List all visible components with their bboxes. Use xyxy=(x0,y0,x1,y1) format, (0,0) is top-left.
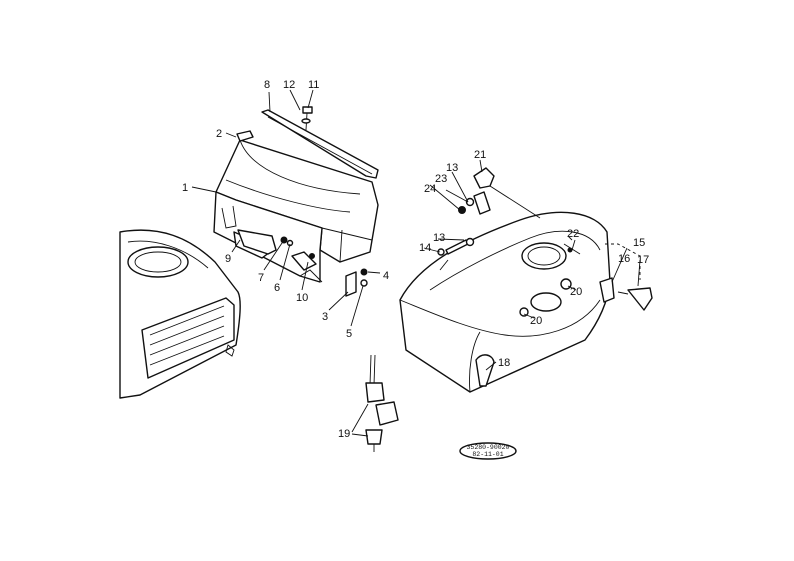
callout-13-top: 13 xyxy=(446,162,458,174)
callout-14: 14 xyxy=(419,242,431,254)
callout-2: 2 xyxy=(216,128,222,140)
callout-10: 10 xyxy=(296,292,308,304)
callout-12: 12 xyxy=(283,79,295,91)
bolt-part-4 xyxy=(360,268,368,287)
callout-22: 22 xyxy=(567,228,579,240)
bolt-part-14 xyxy=(437,237,475,256)
knob-part-18 xyxy=(475,354,495,387)
bracket-part-9 xyxy=(237,229,277,255)
top-strip-part-8 xyxy=(261,109,379,179)
bracket-part-3 xyxy=(345,271,357,297)
clip-part-10 xyxy=(291,251,317,271)
callout-23: 23 xyxy=(435,173,447,185)
key-switch-part-21 xyxy=(473,167,541,219)
callout-17: 17 xyxy=(637,254,649,266)
screw-part-11 xyxy=(301,106,313,131)
callout-1: 1 xyxy=(182,182,188,194)
callout-13-mid: 13 xyxy=(433,232,445,244)
callout-5: 5 xyxy=(346,328,352,340)
callout-20-right: 20 xyxy=(570,286,582,298)
callout-24: 24 xyxy=(424,183,436,195)
drawing-code-line1: 35280-90020 xyxy=(467,444,510,451)
nut-part-23 xyxy=(458,197,475,214)
background-hood xyxy=(119,229,241,399)
callout-8: 8 xyxy=(264,79,270,91)
callout-16: 16 xyxy=(618,253,630,265)
callout-15: 15 xyxy=(633,237,645,249)
callout-20-left: 20 xyxy=(530,315,542,327)
callout-labels: 8 12 11 2 1 9 7 6 10 3 5 4 21 13 23 24 1… xyxy=(182,79,649,440)
switch-part-19 xyxy=(365,354,399,452)
callout-9: 9 xyxy=(225,253,231,265)
dashboard-cover xyxy=(399,211,615,393)
pad-part-2 xyxy=(236,130,254,142)
leader-lines xyxy=(191,89,641,437)
callout-6: 6 xyxy=(274,282,280,294)
callout-7: 7 xyxy=(258,272,264,284)
drawing-code-line2: 82-11-01 xyxy=(472,451,503,458)
callout-4: 4 xyxy=(383,270,389,282)
callout-19: 19 xyxy=(338,428,350,440)
callout-11: 11 xyxy=(308,79,319,91)
callout-21: 21 xyxy=(474,149,486,161)
drawing-code-stamp: 35280-90020 82-11-01 xyxy=(459,442,517,460)
knob-part-17 xyxy=(605,243,653,311)
callout-3: 3 xyxy=(322,311,328,323)
callout-18: 18 xyxy=(498,357,510,369)
